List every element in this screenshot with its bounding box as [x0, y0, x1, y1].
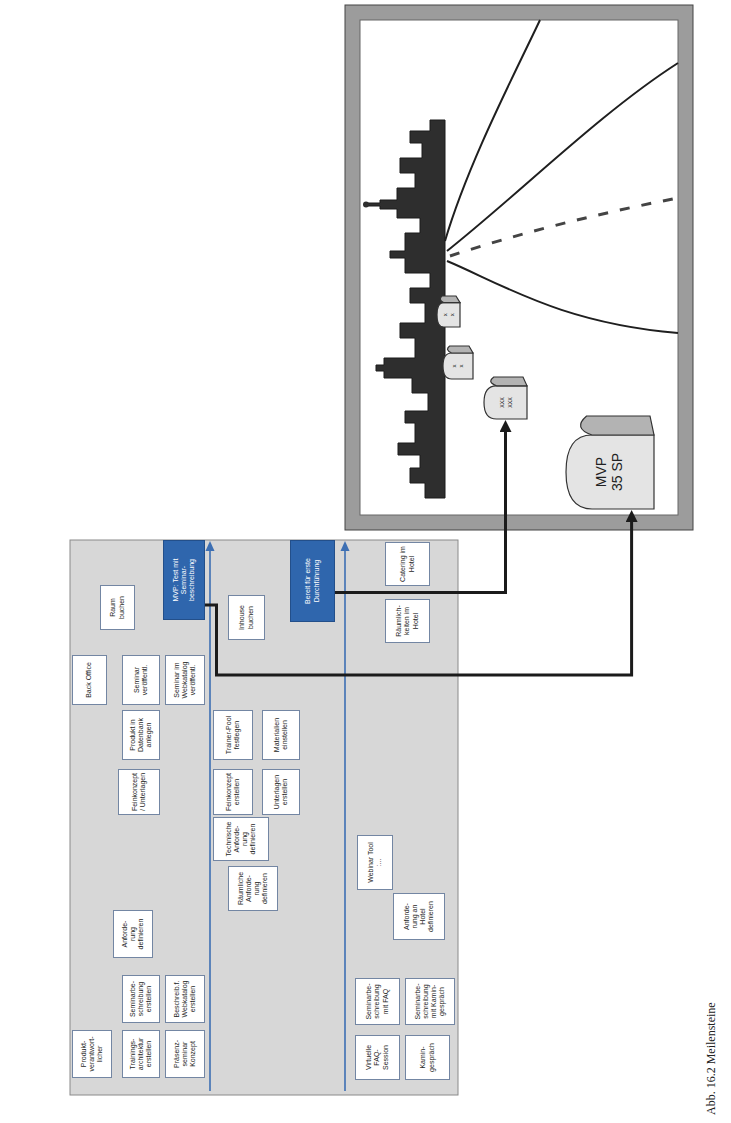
task-card: Unterlagen erstellen [262, 769, 300, 815]
task-card: Inhouse buchen [228, 595, 265, 640]
task-card: Trainer-Pool festlegen [213, 710, 253, 760]
connector-arrow [205, 521, 632, 675]
stone-face [437, 303, 460, 327]
task-card: Beschreib.f. Webkatalog erstellen [165, 975, 205, 1023]
milestone-label: MVP 35 SP [594, 450, 625, 494]
task-card: Produkt in Datenbank anlegen [122, 710, 160, 760]
milestone-stone: MVP 35 SP [565, 415, 655, 510]
milestone-label: xxx xxx [498, 396, 514, 408]
stone-face [440, 296, 460, 303]
tower-top [363, 202, 369, 208]
stone-face [443, 353, 473, 379]
task-card: Seminar veröffentl. [122, 655, 160, 705]
milestone-stone: x x [442, 345, 474, 380]
task-card: Webinar Tool :... [357, 835, 393, 890]
milestone-label: x x [442, 312, 455, 317]
task-label: Anforde- rung definieren [121, 913, 146, 955]
road-branch [445, 20, 540, 241]
task-label: Seminarbe- schreibung mit Kamin- gespräc… [414, 981, 447, 1022]
task-label: Produkt- verantwort- licher [80, 1033, 105, 1075]
release-line [344, 550, 346, 1091]
task-label: Inhouse buchen [238, 598, 255, 637]
task-label: Trainings- architektur erstellen [129, 1033, 154, 1075]
task-card: Seminarbe- schreibung mit Kamin- gespräc… [405, 978, 455, 1025]
road-center-line [450, 198, 678, 256]
task-label: Catering im Hotel [399, 545, 416, 583]
task-label: Seminarbe- schreibung erstellen [129, 978, 154, 1020]
task-label: Raum buchen [109, 588, 126, 627]
release-line-head [341, 541, 350, 551]
task-label: Räumliche Anforde- rung definieren [237, 869, 270, 908]
task-label: Beschreib.f. Webkatalog erstellen [173, 978, 198, 1020]
stone-shape [436, 295, 461, 328]
task-card: Feinkonzept erstellen [213, 769, 253, 815]
task-label: MVP: Test mit Seminar- beschreibung [172, 544, 197, 616]
story-map-panel [70, 540, 458, 1095]
task-card: Kamin- gespräch [405, 1035, 450, 1080]
task-card: Anforde- rung definieren [113, 910, 153, 958]
task-label: Seminarbe- schreibung mit FAQ [365, 981, 390, 1022]
task-card: Seminarbe- schreibung mit FAQ [355, 978, 400, 1025]
task-card: Seminarbe- schreibung erstellen [122, 975, 160, 1023]
task-label: Seminar veröffentl. [133, 658, 150, 702]
task-label: Materialien einstellen [273, 713, 290, 757]
task-label: Räumlich- keiten im Hotel [395, 602, 420, 640]
stone-face [566, 435, 654, 509]
task-card: Virtuelle FAQ- Session [355, 1035, 400, 1080]
task-label: Bereit für erste Durchführung [304, 544, 321, 618]
task-label: Webinar Tool :... [367, 838, 384, 887]
task-card: Anforde- rung an Hotel definieren [393, 893, 445, 940]
task-card: Seminar im Webkatalog veröffentl. [165, 655, 205, 705]
task-label: Unterlagen erstellen [273, 772, 290, 812]
task-card: Präsenz- seminar Konzept [165, 1030, 205, 1078]
road-edge [447, 261, 678, 333]
picture-ground [360, 20, 678, 515]
task-label: Virtuelle FAQ- Session [365, 1038, 390, 1077]
task-label: Präsenz- seminar Konzept [173, 1033, 198, 1075]
task-label: Trainer-Pool festlegen [225, 713, 242, 757]
task-card: Raum buchen [100, 585, 135, 630]
milestone-stone: x x [436, 295, 461, 328]
figure-caption: Abb. 16.2 Meilensteine [704, 1002, 719, 1115]
task-card: Feinkonzept / Unterlagen [118, 769, 160, 815]
milestone-label: x x [451, 364, 464, 369]
milestone-stone: xxx xxx [483, 376, 528, 420]
stone-face [581, 416, 654, 435]
task-label: Technische Anforde- rung definieren [225, 820, 258, 858]
connector-arrow [335, 431, 506, 593]
task-label: Anforde- rung an Hotel definieren [403, 896, 436, 937]
task-card: Materialien einstellen [262, 710, 300, 760]
stone-face [448, 346, 473, 353]
task-label: Back Office [85, 658, 93, 702]
task-card: Catering im Hotel [385, 542, 430, 586]
release-line-head [206, 541, 215, 551]
task-card: Räumlich- keiten im Hotel [385, 599, 430, 643]
task-label: Produkt in Datenbank anlegen [129, 713, 154, 757]
task-card: Trainings- architektur erstellen [122, 1030, 160, 1078]
task-card: Räumliche Anforde- rung definieren [228, 866, 278, 911]
release-line [209, 550, 211, 1091]
task-label: Feinkonzept erstellen [225, 772, 242, 812]
stone-face [491, 377, 527, 386]
task-card: Back Office [72, 655, 107, 705]
task-label: Seminar im Webkatalog veröffentl. [173, 658, 198, 702]
task-card: Produkt- verantwort- licher [72, 1030, 112, 1078]
city-skyline [368, 120, 445, 498]
task-card: Technische Anforde- rung definieren [213, 817, 269, 861]
task-label: Feinkonzept / Unterlagen [131, 772, 148, 812]
milestone-box: Bereit für erste Durchführung [290, 540, 335, 622]
milestone-box: MVP: Test mit Seminar- beschreibung [163, 540, 205, 620]
stone-shape [442, 345, 474, 380]
task-label: Kamin- gespräch [419, 1038, 436, 1077]
stone-face [484, 386, 527, 419]
picture-frame [345, 5, 693, 530]
